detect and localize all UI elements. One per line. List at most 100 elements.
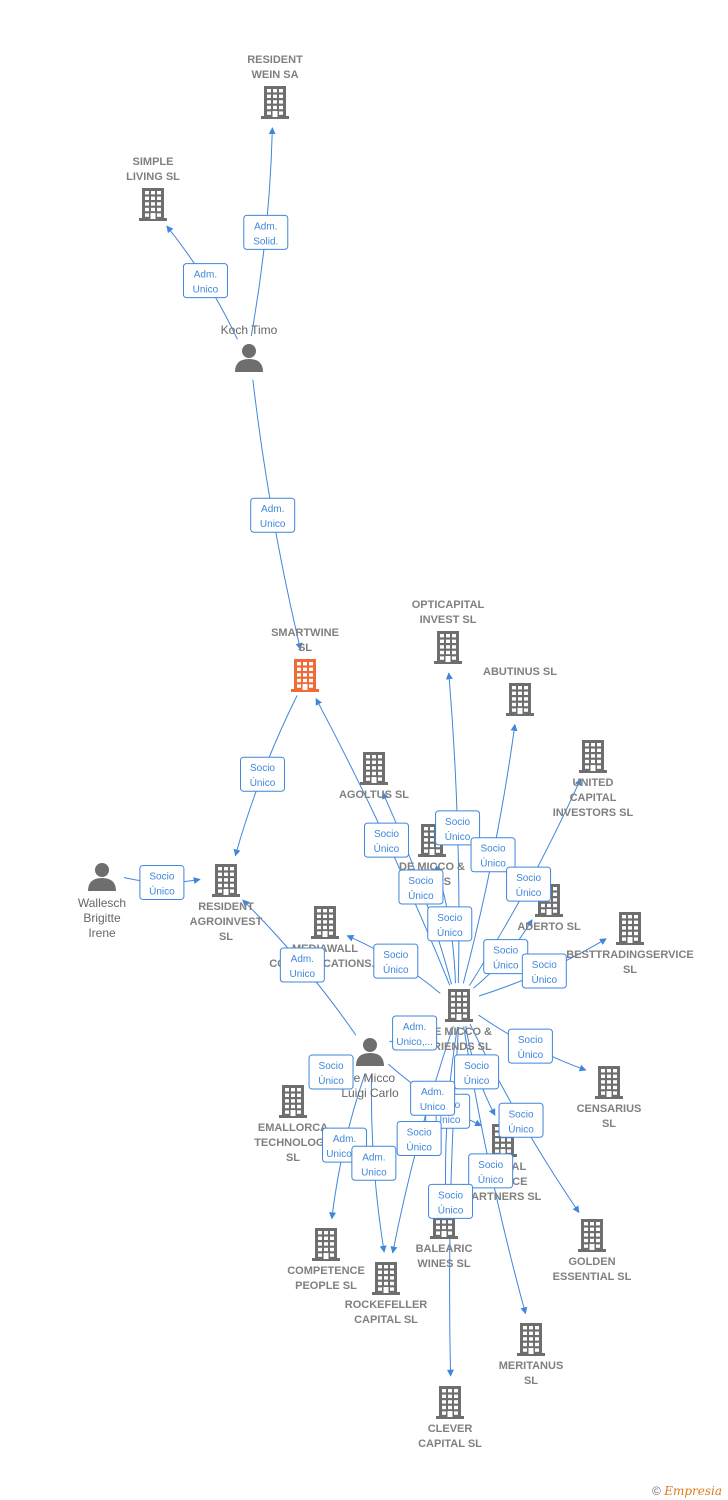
node-koch-timo[interactable]: Koch Timo (221, 323, 278, 372)
node-label-line: PARTNERS SL (465, 1191, 542, 1203)
edge-label-line: Adm. (403, 1022, 426, 1033)
edge-label-de-micco-luigi-to-global-finance[interactable]: Adm.Unico (410, 1080, 456, 1116)
edge-label-line: Adm. (421, 1087, 444, 1098)
node-label-line: WEIN SA (251, 69, 298, 81)
node-competence[interactable]: COMPETENCE PEOPLE SL (287, 1228, 365, 1292)
node-label-line: LIVING SL (126, 171, 180, 183)
node-label-line: AGOLTUS SL (339, 789, 409, 801)
node-label-line: RESIDENT (247, 54, 303, 66)
brand-logo-text[interactable]: Empresia (664, 1484, 722, 1498)
edge-label-line: Único (532, 973, 558, 986)
edge-label-line: Socio (374, 829, 399, 840)
edge-label-line: Único (406, 1141, 432, 1154)
edge-label-koch-timo-to-resident-wein[interactable]: Adm.Solid. (243, 214, 289, 250)
node-label-line: OPTICAPITAL (412, 599, 485, 611)
building-icon (506, 683, 534, 716)
edges-layer (123, 127, 607, 1377)
node-label-line: WINES SL (417, 1258, 470, 1270)
node-label-line: ROCKEFELLER (345, 1299, 428, 1311)
edge-label-line: Único (408, 889, 434, 902)
building-icon (445, 989, 473, 1022)
node-label-line: ABUTINUS SL (483, 666, 557, 678)
edge-label-line: Socio (319, 1061, 344, 1072)
edge-label-line: Único (250, 776, 276, 789)
node-label-line: De Micco (345, 1071, 395, 1085)
node-label-line: Irene (88, 926, 116, 940)
node-golden-essential[interactable]: GOLDEN ESSENTIAL SL (553, 1219, 632, 1283)
edge-label-line: Único (464, 1074, 490, 1087)
edge-label-line: Adm. (333, 1134, 356, 1145)
node-resident-wein[interactable]: RESIDENT WEIN SA (247, 54, 303, 119)
edge-label-line: Unico (260, 519, 286, 530)
person-icon (356, 1038, 384, 1066)
edge-label-koch-timo-to-simple-living[interactable]: Adm.Unico (182, 263, 228, 299)
node-label-line: SL (219, 931, 233, 943)
edge-label-line: Adm. (254, 221, 277, 232)
edge-label-line: Socio (481, 844, 506, 855)
node-label-line: DE MICCO & (426, 1026, 492, 1038)
edge-label-line: Socio (478, 1160, 503, 1171)
building-icon (311, 906, 339, 939)
node-agoltus[interactable]: AGOLTUS SL (339, 752, 409, 801)
edge-label-line: Unico,... (396, 1037, 433, 1048)
building-icon (279, 1085, 307, 1118)
copyright-mark: © (652, 1484, 661, 1498)
node-label-line: Luigi Carlo (341, 1086, 399, 1100)
node-label-line: CENSARIUS (577, 1103, 642, 1115)
node-label-line: Brigitte (83, 911, 121, 925)
person-icon (235, 344, 263, 372)
edge-label-koch-timo-to-smartwine[interactable]: Adm.Unico (250, 497, 296, 533)
edge-label-line: Socio (509, 1109, 534, 1120)
building-icon (139, 188, 167, 221)
node-label-line: ESSENTIAL SL (553, 1271, 632, 1283)
node-label-line: COMPETENCE (287, 1265, 365, 1277)
building-icon (434, 631, 462, 664)
edge-label-de-micco-luigi-to-resident-agroinvest[interactable]: Adm.Unico (279, 947, 325, 983)
node-abutinus[interactable]: ABUTINUS SL (483, 666, 557, 716)
edge-label-de-micco-luigi-to-de-micco-friends[interactable]: Adm. Unico,... (392, 1015, 438, 1051)
node-label-line: GOLDEN (568, 1256, 615, 1268)
edge-label-de-micco-luigi-to-rockefeller[interactable]: Adm.Unico (351, 1145, 397, 1181)
node-label-line: PEOPLE SL (295, 1280, 357, 1292)
node-label-line: INVESTORS SL (553, 807, 634, 819)
building-icon (579, 740, 607, 773)
building-icon (372, 1262, 400, 1295)
person-icon (88, 863, 116, 891)
node-de-micco-friends[interactable]: DE MICCO & FRIENDS SL (426, 989, 492, 1053)
node-label-line: SL (286, 1152, 300, 1164)
building-icon (595, 1066, 623, 1099)
node-label-line: FRIENDS SL (426, 1041, 492, 1053)
edge-label-line: Unico (361, 1167, 387, 1178)
